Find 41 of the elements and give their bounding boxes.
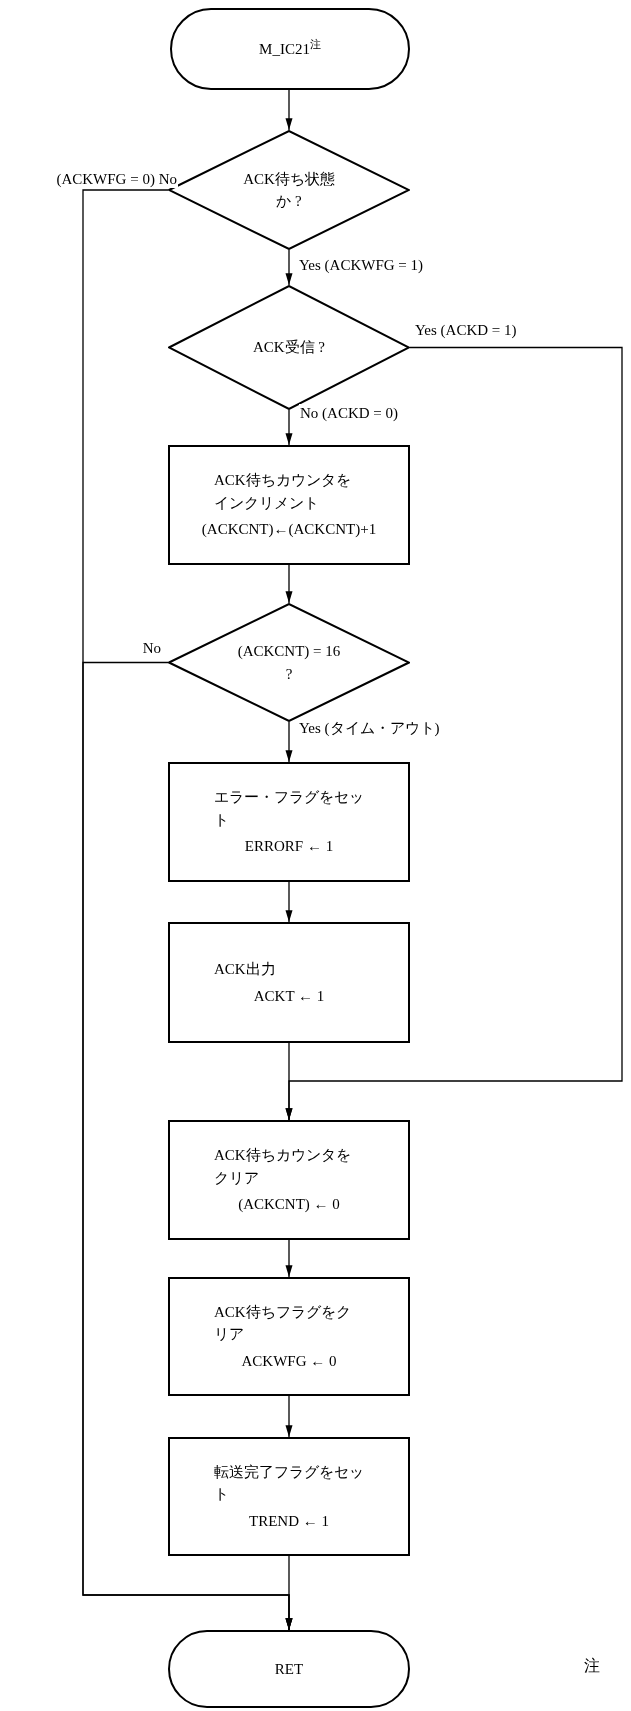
arrow [285,409,293,446]
node-text: ACK受信 ? [252,338,326,358]
process-box [168,445,410,565]
node-text: ACK待ちフラグをクリア [214,1302,352,1345]
arrow [285,564,293,604]
arrow [285,89,293,131]
arrow [285,721,293,763]
note-mark: 注 [584,1656,600,1676]
node-text: ACKWFG ← 0 [241,1351,337,1371]
node-text: エラー・フラグをセット [214,788,364,830]
arrow [285,1555,293,1631]
node-text: ACKT ← 1 [253,986,325,1006]
arrow [285,1042,293,1121]
node-text: ACK待ち状態か ? [242,169,336,211]
node-text: ACK出力 [214,960,277,979]
decision-diamond [168,603,410,722]
node-text: (ACKCNT) ← 0 [238,1195,340,1215]
process-box [168,1120,410,1240]
edge-label: Yes (ACKD = 1) [414,321,518,339]
arrow [285,1239,293,1278]
edge-label: Yes (ACKWFG = 1) [298,256,425,274]
node-text: TREND ← 1 [249,1511,329,1531]
arrow [285,249,293,286]
node-text: ERRORF ← 1 [244,837,334,857]
node-text: ACK待ちカウンタをクリア [214,1146,352,1188]
node-text: 転送完了フラグをセット [214,1462,364,1505]
edge-label: (ACKWFG = 0) No [55,170,178,188]
node-text: M_IC21$^{注}$ [259,37,321,59]
node-text: ACK待ちカウンタをインクリメント [214,471,352,513]
node-text: (ACKCNT) = 16 ? [237,642,341,684]
arrow [285,881,293,923]
process-box [168,1437,410,1556]
process-box [168,1277,410,1396]
edge-label: Yes (タイム・アウト) [298,719,441,737]
node-text: (ACKCNT)←(ACKCNT)+1 [201,520,377,540]
arrow [285,1395,293,1438]
decision-diamond [168,285,410,410]
edge-label: No (ACKD = 0) [299,404,400,422]
process-box [168,762,410,882]
node-text: RET [274,1659,304,1679]
process-box [168,922,410,1043]
